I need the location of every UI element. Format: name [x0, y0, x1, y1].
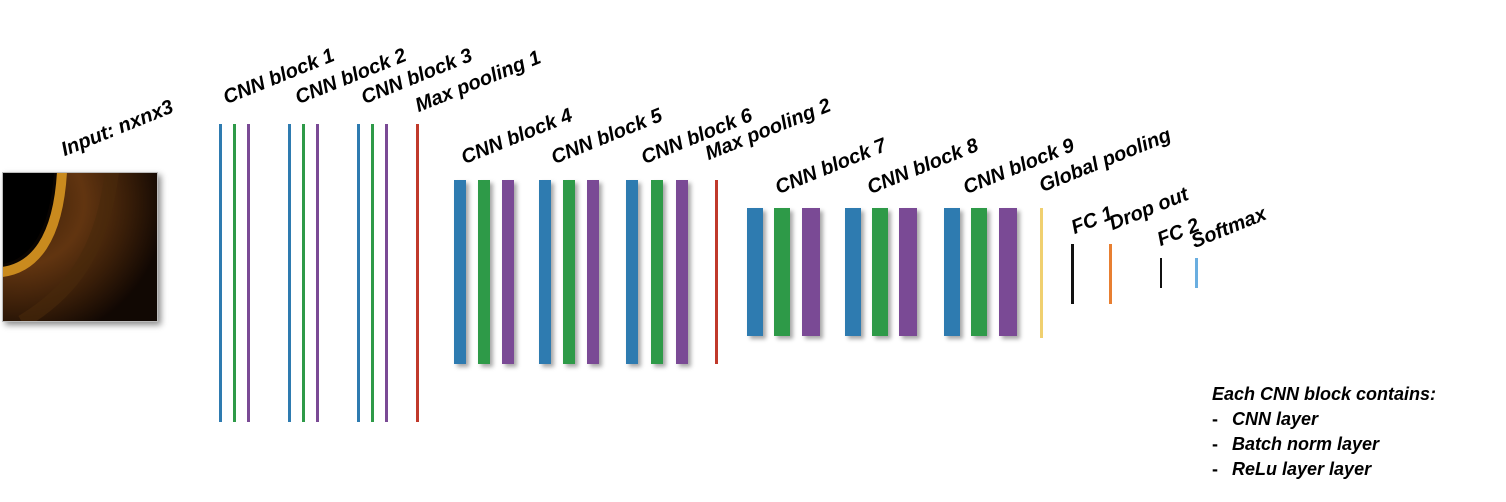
cnn-block-6-batchnorm-layer [651, 180, 663, 364]
max-pooling-1-layer [416, 124, 419, 422]
cnn-block-8-relu-layer [899, 208, 917, 336]
legend-item-relu: -ReLu layer layer [1212, 459, 1372, 479]
cnn-block-2-batchnorm-layer [302, 124, 305, 422]
cnn-block-7-batchnorm-layer [774, 208, 790, 336]
legend-title: Each CNN block contains: [1212, 384, 1437, 404]
cnn-block-6-relu-layer [676, 180, 688, 364]
cnn-block-7-conv-layer [747, 208, 763, 336]
input-label: Input: nxnx3 [58, 95, 177, 161]
fc-2-layer [1160, 258, 1162, 288]
cnn-block-5-relu-layer [587, 180, 599, 364]
input-image [2, 172, 158, 322]
cnn-block-3-relu-layer [385, 124, 388, 422]
legend-item-label: Batch norm layer [1232, 434, 1380, 454]
cnn-block-7-relu-layer [802, 208, 820, 336]
softmax-layer [1195, 258, 1198, 288]
cnn-block-8-conv-layer [845, 208, 861, 336]
dropout-layer [1109, 244, 1112, 304]
global-pooling-layer [1040, 208, 1043, 338]
cnn-block-4-conv-layer [454, 180, 466, 364]
legend-item-label: CNN layer [1232, 409, 1319, 429]
legend-item-label: ReLu layer layer [1232, 459, 1372, 479]
cnn-block-4-relu-layer [502, 180, 514, 364]
cnn-block-6-conv-layer [626, 180, 638, 364]
cnn-block-2-relu-layer [316, 124, 319, 422]
cnn-block-1-conv-layer [219, 124, 222, 422]
cnn-block-4-batchnorm-layer [478, 180, 490, 364]
cnn-block-5-conv-layer [539, 180, 551, 364]
cnn-block-5-batchnorm-layer [563, 180, 575, 364]
cnn-block-8-batchnorm-layer [872, 208, 888, 336]
legend-item-batch-norm: -Batch norm layer [1212, 434, 1380, 454]
cnn-block-2-conv-layer [288, 124, 291, 422]
cnn-block-3-conv-layer [357, 124, 360, 422]
cnn-block-1-relu-layer [247, 124, 250, 422]
max-pooling-2-layer [715, 180, 718, 364]
cnn-block-9-relu-layer [999, 208, 1017, 336]
cnn-block-9-conv-layer [944, 208, 960, 336]
legend: Each CNN block contains: -CNN layer -Bat… [1212, 384, 1436, 480]
label-softmax: Softmax [1188, 202, 1270, 253]
legend-item-cnn-layer: -CNN layer [1212, 409, 1319, 429]
cnn-block-3-batchnorm-layer [371, 124, 374, 422]
cnn-block-1-batchnorm-layer [233, 124, 236, 422]
fc-1-layer [1071, 244, 1074, 304]
cnn-block-9-batchnorm-layer [971, 208, 987, 336]
